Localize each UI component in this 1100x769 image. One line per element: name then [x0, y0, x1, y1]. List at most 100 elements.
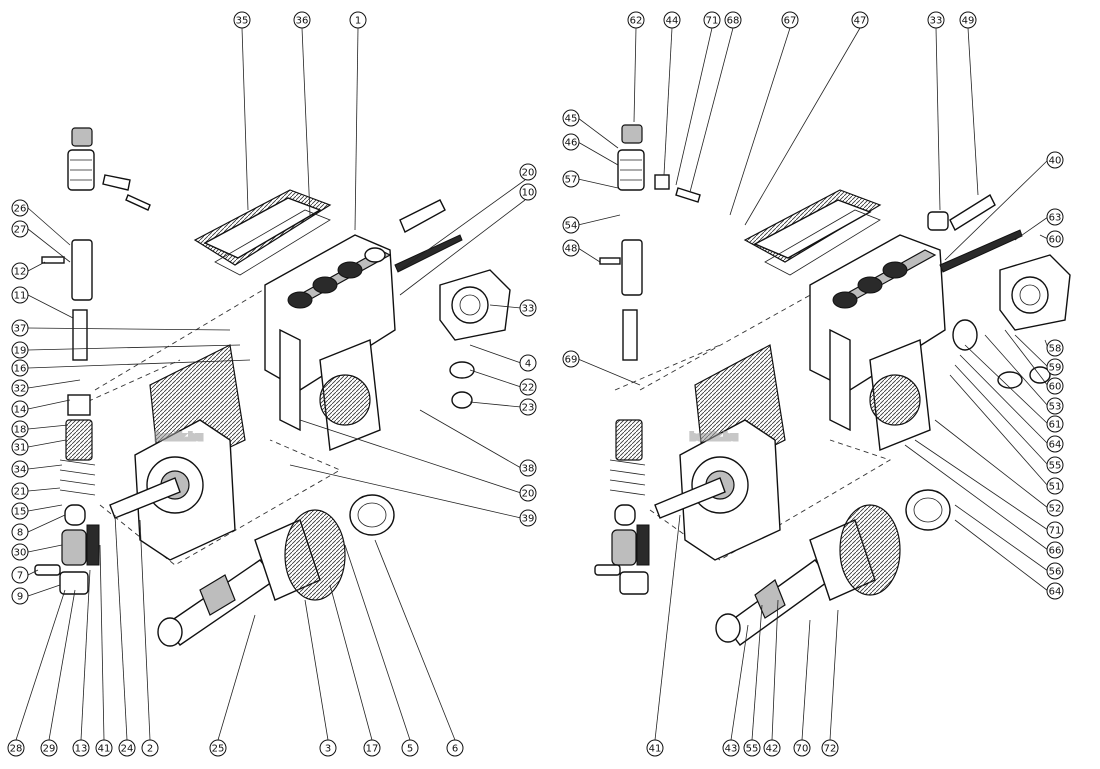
- callout-circle: [1046, 435, 1064, 453]
- callout-circle: [11, 502, 29, 520]
- callout-circle: [11, 359, 29, 377]
- callout-circle: [11, 523, 29, 541]
- callout-number: 64: [1049, 587, 1062, 598]
- callout-number: 60: [1049, 235, 1062, 246]
- callout-number: 10: [522, 188, 535, 199]
- callout-number: 16: [14, 364, 27, 375]
- callout-circle: [11, 286, 29, 304]
- callout-circle: [724, 11, 742, 29]
- callout-number: 14: [14, 405, 27, 416]
- callout-circle: [519, 459, 537, 477]
- callout-circle: [519, 378, 537, 396]
- callout-number: 53: [1049, 402, 1062, 413]
- callout-number: 29: [43, 744, 56, 755]
- callout-number: 24: [121, 744, 134, 755]
- callout-circle: [519, 299, 537, 317]
- callout-circle: [11, 262, 29, 280]
- callout-number: 47: [854, 16, 867, 27]
- callout-circle: [95, 739, 113, 757]
- right-pump-drawing: [594, 124, 1071, 646]
- callout-circle: [209, 739, 227, 757]
- callout-number: 69: [565, 355, 578, 366]
- callout-circle: [11, 420, 29, 438]
- callout-number: 67: [784, 16, 797, 27]
- callout-circle: [703, 11, 721, 29]
- callout-number: 21: [14, 487, 27, 498]
- callout-circle: [1046, 477, 1064, 495]
- callout-number: 9: [17, 592, 23, 603]
- callout-number: 44: [666, 16, 679, 27]
- callout-number: 33: [522, 304, 535, 315]
- callout-number: 54: [565, 221, 578, 232]
- callout-number: 2: [147, 744, 153, 755]
- callout-number: 20: [522, 168, 535, 179]
- callout-circle: [781, 11, 799, 29]
- callout-circle: [519, 509, 537, 527]
- callout-circle: [1046, 415, 1064, 433]
- callout-circle: [141, 739, 159, 757]
- callout-number: 41: [98, 744, 111, 755]
- callout-circle: [40, 739, 58, 757]
- callout-circle: [11, 400, 29, 418]
- callout-number: 32: [14, 384, 27, 395]
- callout-circle: [319, 739, 337, 757]
- watermark-right: bazik.hu: [690, 432, 738, 443]
- callout-number: 5: [407, 744, 413, 755]
- callout-number: 41: [649, 744, 662, 755]
- callout-circle: [1046, 521, 1064, 539]
- callout-number: 51: [1049, 482, 1062, 493]
- callout-number: 57: [565, 175, 578, 186]
- callout-number: 17: [366, 744, 379, 755]
- callout-number: 52: [1049, 504, 1062, 515]
- callout-circle: [927, 11, 945, 29]
- callout-number: 20: [522, 489, 535, 500]
- callout-number: 1: [355, 16, 361, 27]
- callout-circle: [363, 739, 381, 757]
- callout-number: 6: [452, 744, 458, 755]
- callout-number: 72: [824, 744, 837, 755]
- callout-circle: [627, 11, 645, 29]
- callout-circle: [11, 379, 29, 397]
- callout-number: 18: [14, 425, 27, 436]
- callout-number: 22: [522, 383, 535, 394]
- callout-circle: [1046, 397, 1064, 415]
- callout-circle: [1046, 541, 1064, 559]
- callout-circle: [562, 109, 580, 127]
- callout-number: 37: [14, 324, 27, 335]
- callout-circle: [401, 739, 419, 757]
- callout-number: 7: [17, 571, 23, 582]
- callout-circle: [11, 220, 29, 238]
- callout-number: 31: [14, 443, 27, 454]
- callout-circle: [1046, 499, 1064, 517]
- callout-number: 27: [14, 225, 27, 236]
- callout-circle: [562, 170, 580, 188]
- callout-circle: [72, 739, 90, 757]
- callout-circle: [821, 739, 839, 757]
- callout-number: 25: [212, 744, 225, 755]
- callout-number: 62: [630, 16, 643, 27]
- callout-number: 34: [14, 465, 27, 476]
- callout-circle: [722, 739, 740, 757]
- callout-circle: [11, 319, 29, 337]
- callout-number: 36: [296, 16, 309, 27]
- callout-circle: [763, 739, 781, 757]
- callout-circle: [349, 11, 367, 29]
- callout-circle: [11, 438, 29, 456]
- callout-circle: [11, 460, 29, 478]
- callout-circle: [1046, 230, 1064, 248]
- callout-circle: [1046, 582, 1064, 600]
- callout-number: 49: [962, 16, 975, 27]
- callout-number: 55: [1049, 461, 1062, 472]
- callout-number: 66: [1049, 546, 1062, 557]
- callout-circle: [11, 199, 29, 217]
- callout-number: 71: [1049, 526, 1062, 537]
- callout-number: 56: [1049, 567, 1062, 578]
- callout-number: 12: [14, 267, 27, 278]
- callout-circle: [743, 739, 761, 757]
- callout-number: 11: [14, 291, 27, 302]
- callout-number: 28: [10, 744, 23, 755]
- callout-circle: [1046, 151, 1064, 169]
- callout-number: 55: [746, 744, 759, 755]
